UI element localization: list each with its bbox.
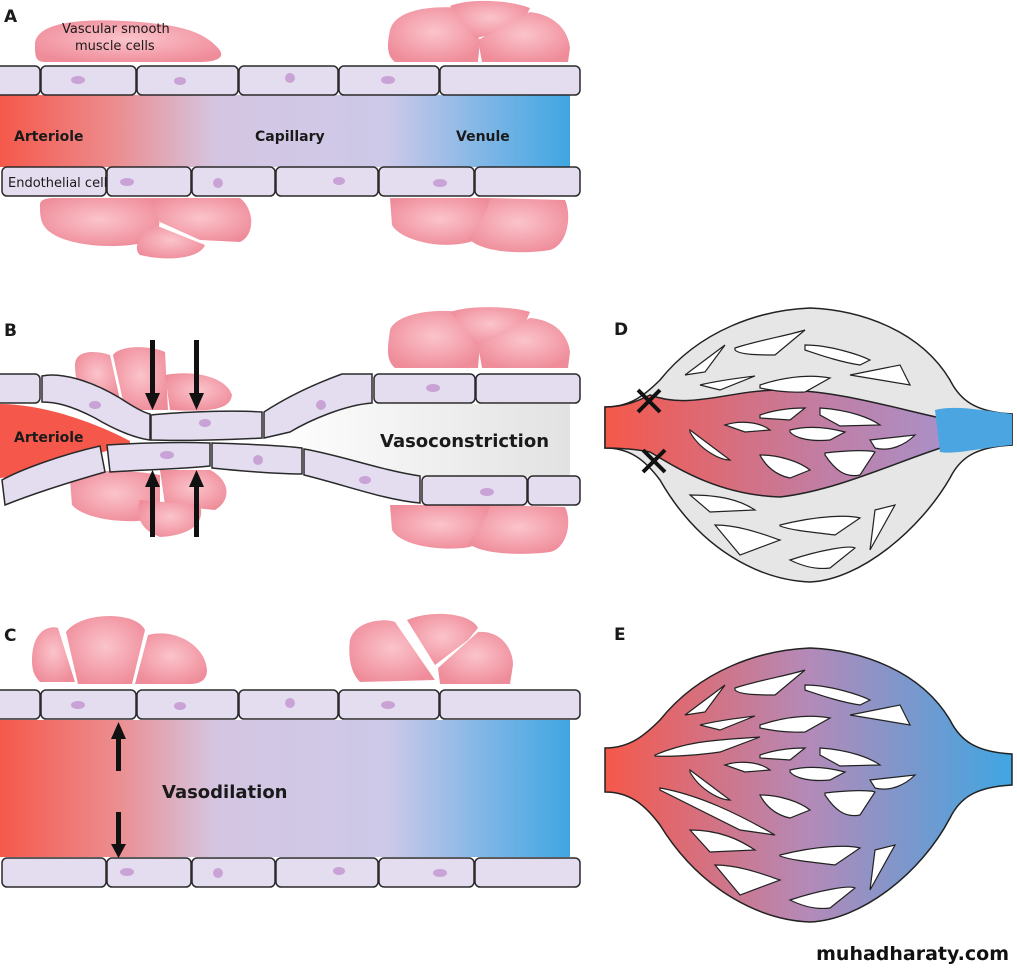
panel-d: D <box>604 307 1013 583</box>
constriction-arrows <box>145 340 204 537</box>
smooth-muscle-label-line1: Vascular smooth <box>62 22 170 37</box>
panel-a-letter: A <box>4 7 18 27</box>
blood-flow-lumen <box>0 95 570 167</box>
panel-c-letter: C <box>4 626 16 646</box>
dilated-lumen <box>0 720 570 857</box>
watermark: muhadharaty.com <box>816 943 1009 965</box>
panel-e-letter: E <box>614 625 626 645</box>
closed-sphincter-x-marks <box>636 388 667 474</box>
panel-e: E <box>604 625 1013 923</box>
arteriole-label: Arteriole <box>14 129 84 145</box>
dilation-arrows <box>111 722 126 858</box>
nuclei <box>71 73 447 188</box>
venule-end <box>935 407 1012 453</box>
endothelium-bottom <box>1 166 581 197</box>
vasodilation-label: Vasodilation <box>162 782 288 803</box>
nuclei <box>71 698 447 878</box>
arteriole-label: Arteriole <box>14 430 84 446</box>
smooth-muscle-cells-top <box>35 0 570 62</box>
panel-b-letter: B <box>4 321 17 341</box>
panel-c: C Vasodilation <box>0 613 581 888</box>
smooth-muscle-label-line2: muscle cells <box>75 39 155 54</box>
vasoconstriction-label: Vasoconstriction <box>380 431 549 452</box>
capillary-gaps <box>684 329 917 570</box>
smooth-muscle-cells-bottom <box>40 198 569 259</box>
capillary-label: Capillary <box>255 129 325 145</box>
smooth-muscle-cells-top <box>32 613 513 684</box>
capillary-gaps <box>654 669 917 910</box>
panel-d-letter: D <box>614 320 628 340</box>
panel-a: A Vascular smooth muscle cells Arteriole… <box>0 0 581 259</box>
endothelial-cell-label: Endothelial cell <box>8 176 107 191</box>
panel-b: B Arteriole Vasoconstriction <box>0 307 581 554</box>
nuclei <box>89 384 494 496</box>
open-capillary-network <box>604 647 1013 923</box>
venule-label: Venule <box>456 129 510 145</box>
endothelium-bottom <box>1 857 581 888</box>
endothelium-top <box>0 689 581 720</box>
arteriole-lumen <box>0 404 130 478</box>
